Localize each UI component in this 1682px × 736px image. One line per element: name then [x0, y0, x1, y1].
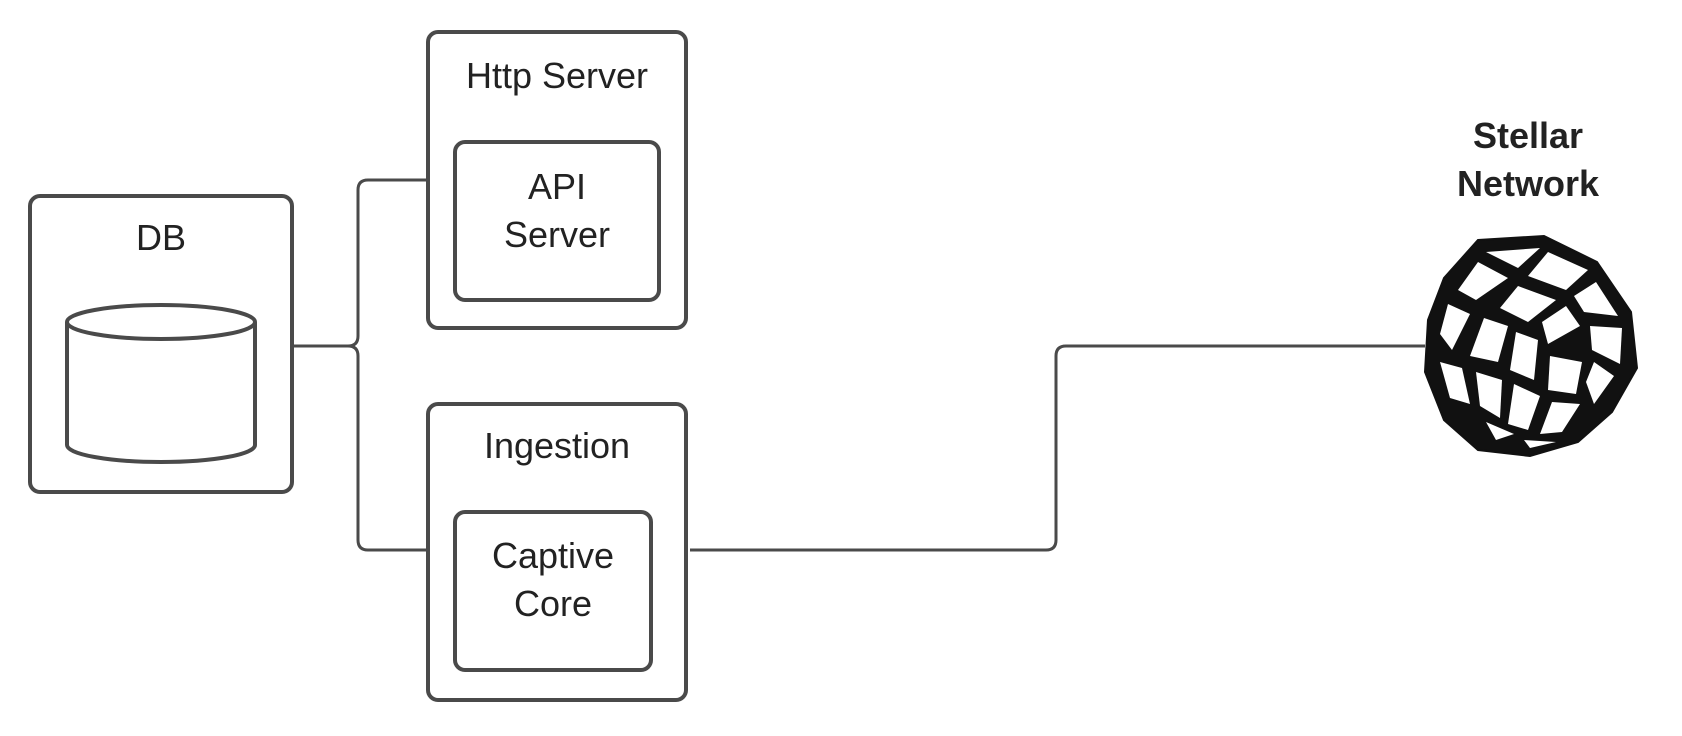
connectors [292, 178, 1425, 552]
sphere-facets [1440, 248, 1622, 448]
db-node: DB [28, 194, 294, 494]
stellar-network-label-line1: Stellar [1473, 115, 1583, 156]
captive-core-box [453, 510, 653, 672]
edge-db-ingestion [347, 344, 428, 552]
ingestion-node: Ingestion Captive Core [426, 402, 688, 702]
db-label: DB [136, 217, 186, 258]
geodesic-sphere-icon [1423, 234, 1639, 458]
captive-core-label-line1: Captive [492, 535, 614, 576]
captive-core-label-line2: Core [514, 583, 592, 624]
edge-db-http-server [292, 178, 428, 348]
stellar-network-node: Stellar Network [1423, 115, 1639, 458]
stellar-network-label-line2: Network [1457, 163, 1600, 204]
api-server-label-line2: Server [504, 214, 610, 255]
api-server-box [453, 140, 661, 302]
database-cylinder-icon [65, 303, 257, 464]
api-server-label-line1: API [528, 166, 586, 207]
edge-captive-core-stellar-network [690, 344, 1425, 552]
http-server-node: Http Server API Server [426, 30, 688, 330]
http-server-label: Http Server [466, 55, 648, 96]
ingestion-label: Ingestion [484, 425, 630, 466]
